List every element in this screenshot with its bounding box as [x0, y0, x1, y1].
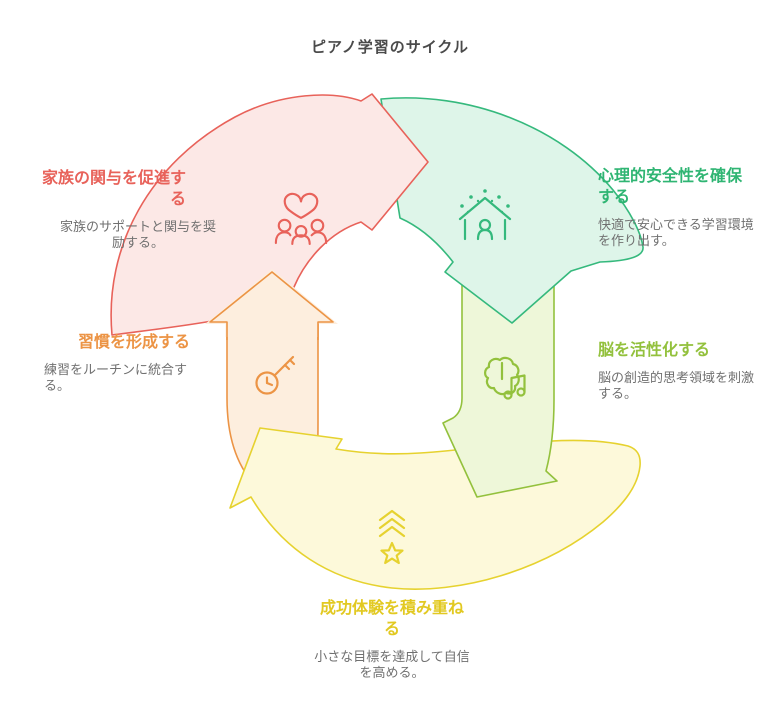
step-success: 成功体験を積み重ね る 小さな目標を達成して自信 を高める。: [292, 598, 492, 681]
step-brain-title: 脳を活性化する: [598, 342, 711, 359]
house-person-icon: [458, 189, 512, 241]
step-habit-title: 習慣を形成する: [77, 334, 190, 351]
arrow-brain: [442, 267, 558, 498]
step-habit: 習慣を形成する 練習をルーチンに統合す る。: [40, 332, 190, 394]
step-family-desc: 家族のサポートと関与を奨 励する。: [59, 219, 216, 250]
brain-music-icon: [484, 356, 526, 400]
step-safety: 心理的安全性を確保 する 快適で安心できる学習環境 を作り出す。: [598, 166, 778, 249]
page-title: ピアノ学習のサイクル: [311, 39, 469, 56]
sparkle-dots: [460, 189, 510, 214]
step-success-desc: 小さな目標を達成して自信 を高める。: [314, 649, 470, 680]
arrow-safety: [380, 97, 644, 324]
step-safety-desc: 快適で安心できる学習環境 を作り出す。: [598, 217, 754, 248]
star-chevrons-icon: [378, 509, 406, 565]
step-safety-title: 心理的安全性を確保 する: [598, 168, 743, 206]
arrow-habit-head: [205, 269, 338, 340]
step-success-title: 成功体験を積み重ね る: [319, 600, 464, 638]
family-heart-icon: [274, 192, 328, 246]
step-family: 家族の関与を促進す る 家族のサポートと関与を奨 励する。: [28, 168, 228, 251]
arrow-success: [229, 427, 641, 590]
step-habit-desc: 練習をルーチンに統合す る。: [44, 362, 188, 393]
step-family-title: 家族の関与を促進す る: [41, 170, 186, 208]
step-brain-desc: 脳の創造的思考領域を刺激 する。: [598, 370, 755, 401]
step-brain: 脳を活性化する 脳の創造的思考領域を刺激 する。: [598, 340, 778, 402]
clock-key-icon: [255, 355, 296, 395]
